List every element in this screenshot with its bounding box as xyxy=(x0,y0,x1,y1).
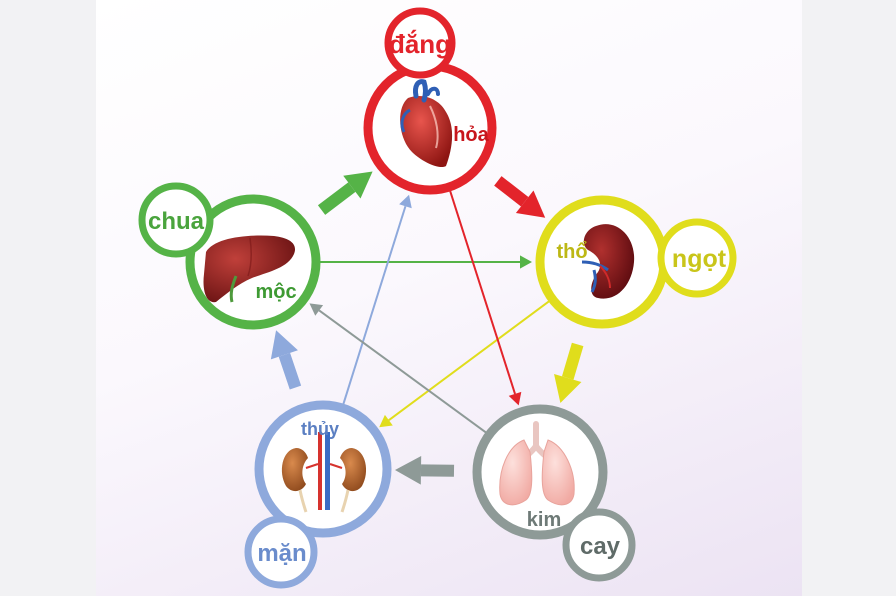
hoa-element-label: hỏa xyxy=(453,124,489,146)
control-arrow-hoa-kim xyxy=(449,190,522,406)
generating-arrows xyxy=(270,171,584,485)
moc-element-label: mộc xyxy=(255,281,296,303)
heart-icon xyxy=(400,79,453,168)
thuy-taste-label: mặn xyxy=(257,540,306,567)
node-kim: kim cay xyxy=(472,404,636,582)
hoa-taste-bubble xyxy=(384,7,456,79)
kim-taste-label: cay xyxy=(580,533,621,560)
generating-arrow-kim-thuy xyxy=(394,456,455,485)
node-thuy: thủy mặn xyxy=(244,400,392,589)
control-arrow-thuy-hoa xyxy=(341,194,412,407)
thuy-element-label: thủy xyxy=(301,419,339,439)
generating-arrow-thuy-moc xyxy=(270,330,302,390)
moc-taste-label: chua xyxy=(148,208,205,235)
node-moc: mộc chua xyxy=(138,182,321,330)
thuy-ring xyxy=(254,400,392,538)
kim-taste-bubble xyxy=(562,508,636,582)
control-arrow-moc-tho xyxy=(319,255,532,269)
node-tho: thổ ngọt xyxy=(535,195,737,329)
spleen-icon xyxy=(581,224,635,299)
hoa-taste-label: đắng xyxy=(389,29,451,59)
liver-icon xyxy=(203,235,296,303)
tho-taste-label: ngọt xyxy=(672,245,727,273)
control-arrow-tho-thuy xyxy=(379,300,550,428)
thuy-taste-bubble xyxy=(244,515,318,589)
generating-arrow-tho-kim xyxy=(554,342,584,403)
kim-element-label: kim xyxy=(527,509,561,531)
kidneys-icon xyxy=(281,432,367,513)
generating-arrow-hoa-tho xyxy=(494,176,546,218)
control-arrow-kim-moc xyxy=(309,303,488,434)
moc-taste-bubble xyxy=(138,182,214,258)
lungs-icon xyxy=(499,421,575,506)
control-arrows xyxy=(309,190,550,434)
node-hoa: hỏa đắng xyxy=(363,7,497,195)
tho-element-label: thổ xyxy=(556,241,587,263)
tho-taste-bubble xyxy=(657,218,737,298)
generating-arrow-moc-hoa xyxy=(317,171,373,215)
